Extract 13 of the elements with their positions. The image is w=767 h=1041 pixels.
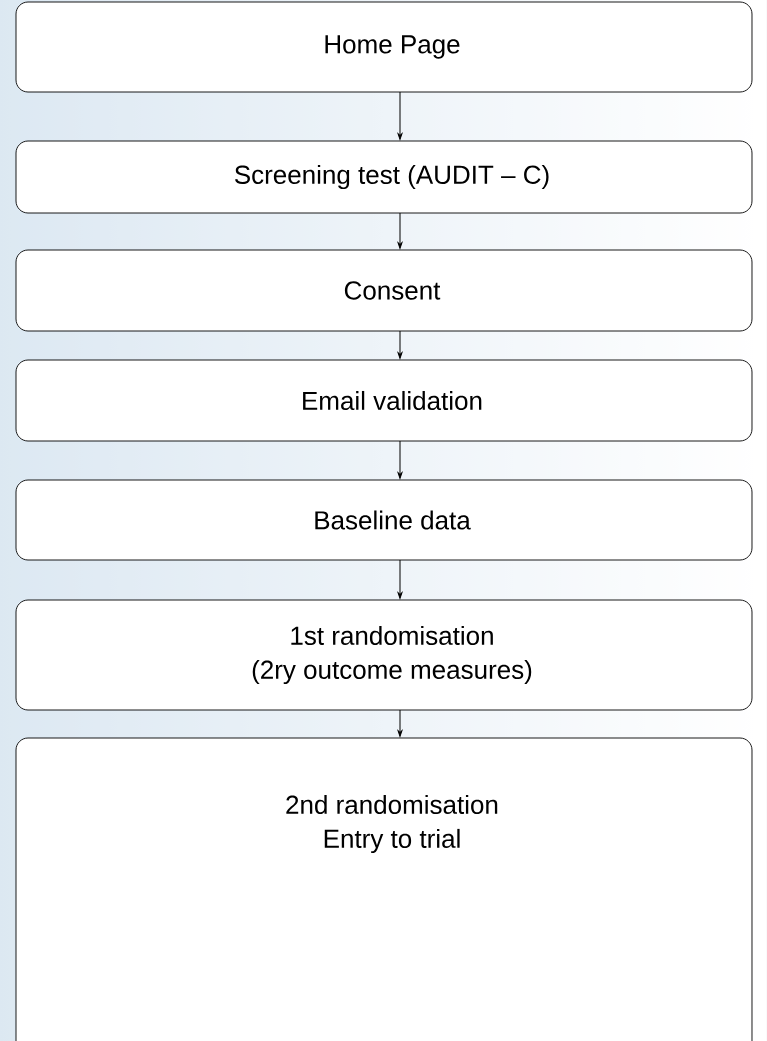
arrow [397,330,403,359]
arrow [397,709,403,737]
process-box: 1st randomisation (2ry outcome measures) [15,599,753,711]
process-box: Home Page [15,1,753,93]
process-box: Consent [15,249,753,332]
process-box: Screening test (AUDIT – C) [15,140,753,214]
process-box: Baseline data [15,479,753,561]
process-box: 2nd randomisation Entry to trial [15,737,753,1041]
arrow [397,212,403,249]
arrow [397,559,403,599]
arrow [397,440,403,479]
arrow [397,91,403,140]
process-box: Email validation [15,359,753,442]
